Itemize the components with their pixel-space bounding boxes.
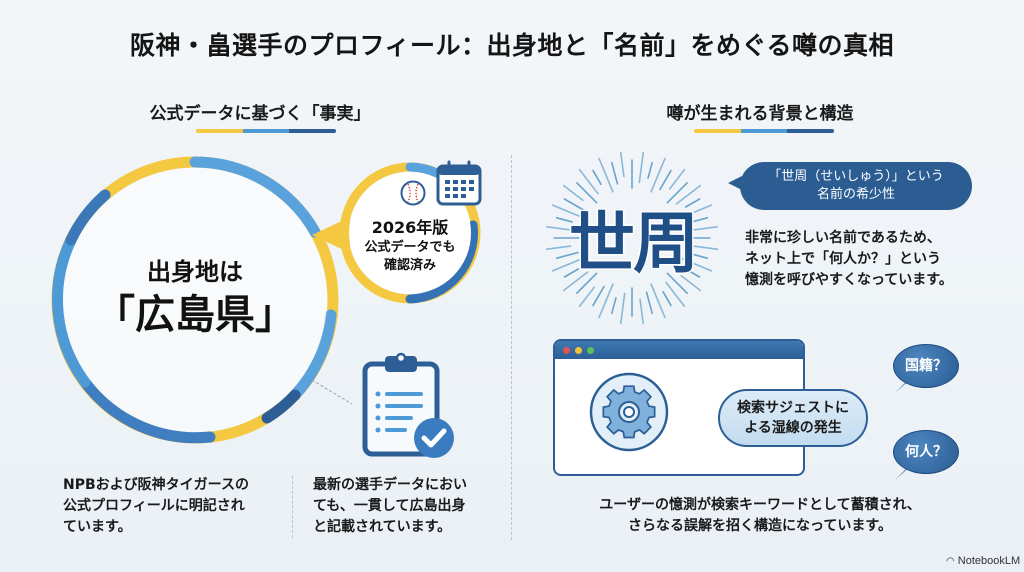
structure-summary: ユーザーの憶測が検索キーワードとして蓄積され、 さらなる誤解を招く構造になってい… bbox=[560, 495, 960, 537]
sunburst-ray bbox=[576, 272, 598, 294]
sunburst-ray bbox=[545, 225, 578, 232]
sunburst-ray bbox=[691, 253, 709, 259]
suggest-line2: よる湿線の発生 bbox=[744, 420, 842, 436]
caption-line: 公式プロフィールに明記され bbox=[63, 498, 245, 514]
sunburst-ray bbox=[650, 157, 666, 193]
sunburst-ray bbox=[619, 292, 626, 325]
sunburst-ray bbox=[645, 291, 653, 315]
ethnicity-question-bubble: 何人？ bbox=[893, 430, 959, 474]
sunburst-ray bbox=[685, 217, 709, 225]
right-section-heading: 噂が生まれる背景と構造 bbox=[666, 104, 854, 124]
sunburst-ray bbox=[675, 184, 702, 205]
search-suggest-bubble: 検索サジェストに よる湿線の発生 bbox=[718, 389, 868, 447]
sunburst-ray bbox=[692, 225, 719, 231]
sunburst-ray bbox=[680, 274, 702, 292]
sunburst-ray bbox=[662, 290, 672, 307]
left-heading-underline bbox=[196, 129, 336, 133]
suggest-line1: 検索サジェストに bbox=[737, 400, 849, 416]
maximize-dot bbox=[587, 347, 594, 354]
sunburst-ray bbox=[686, 244, 719, 251]
sunburst-ray bbox=[679, 265, 701, 278]
notebooklm-logo: ◠ NotebookLM bbox=[946, 555, 1020, 567]
left-section-heading: 公式データに基づく「事実」 bbox=[149, 104, 371, 124]
badge-line3: 確認済み bbox=[383, 258, 436, 273]
sunburst-ray bbox=[551, 204, 587, 220]
baseball-icon bbox=[400, 180, 426, 206]
name-bubble-line1: 「世周（せいしゅう）」という bbox=[768, 169, 944, 184]
sunburst-ray bbox=[677, 256, 713, 272]
gear-icon bbox=[589, 372, 669, 452]
sunburst-ray bbox=[666, 182, 688, 204]
section-divider bbox=[511, 155, 512, 540]
explanation-line: ネット上で「何人か？」という bbox=[745, 251, 941, 267]
caption-line: と記載されています。 bbox=[313, 519, 452, 535]
sunburst-ray bbox=[551, 256, 587, 272]
sunburst-ray bbox=[677, 204, 713, 220]
sunburst-ray bbox=[665, 281, 686, 308]
sunburst-ray bbox=[555, 251, 579, 259]
explanation-line: 非常に珍しい名前であるため、 bbox=[745, 230, 941, 246]
sunburst-ray bbox=[650, 283, 666, 319]
browser-title-bar bbox=[555, 341, 803, 359]
sunburst-ray bbox=[592, 285, 605, 307]
nationality-question-bubble: 国籍？ bbox=[893, 344, 959, 388]
sunburst-ray bbox=[647, 161, 653, 179]
sunburst-ray bbox=[611, 161, 619, 185]
clipboard-check-icon bbox=[362, 352, 454, 458]
sunburst-ray bbox=[659, 169, 672, 191]
sunburst-ray bbox=[619, 151, 625, 178]
main-ring bbox=[51, 156, 339, 444]
calendar-icon bbox=[436, 160, 482, 206]
sunburst-ray bbox=[562, 184, 584, 202]
badge-line2: 公式データでも bbox=[364, 240, 456, 255]
name-bubble-line2: 名前の希少性 bbox=[816, 187, 895, 202]
caption-line: ても、一貫して広島出身 bbox=[313, 498, 466, 514]
name-kanji: 世周 bbox=[568, 204, 701, 284]
badge-year: 2026年版 bbox=[371, 218, 449, 237]
minimize-dot bbox=[575, 347, 582, 354]
sunburst-ray bbox=[545, 245, 572, 251]
sunburst-rays bbox=[545, 151, 719, 325]
name-bubble-tail bbox=[728, 176, 742, 190]
sunburst-ray bbox=[563, 268, 580, 278]
sunburst-ray bbox=[598, 283, 614, 319]
caption-latest-data: 最新の選手データにおい ても、一貫して広島出身 と記載されています。 bbox=[313, 475, 513, 538]
explanation-line: 憶測を呼びやすくなっています。 bbox=[745, 272, 953, 288]
sunburst-ray bbox=[684, 198, 701, 208]
sunburst-ray bbox=[611, 297, 617, 315]
rarity-explanation: 非常に珍しい名前であるため、 ネット上で「何人か？」という 憶測を呼びやすくなっ… bbox=[745, 228, 985, 291]
summary-line: さらなる誤解を招く構造になっています。 bbox=[628, 518, 892, 534]
page-title: 阪神・畠選手のプロフィール：出身地と「名前」をめぐる噂の真相 bbox=[129, 31, 894, 60]
sunburst-ray bbox=[638, 151, 645, 184]
caption-line: ています。 bbox=[63, 519, 132, 535]
sunburst-ray bbox=[576, 182, 598, 204]
sunburst-ray bbox=[666, 272, 688, 294]
close-dot bbox=[563, 347, 570, 354]
sunburst-ray bbox=[563, 198, 585, 211]
birthplace-label: 出身地は bbox=[147, 258, 243, 286]
sunburst-ray bbox=[592, 169, 602, 186]
name-rarity-bubble: 「世周（せいしゅう）」という 名前の希少性 bbox=[740, 162, 972, 210]
badge-ring bbox=[312, 162, 481, 304]
sunburst-ray bbox=[562, 271, 589, 292]
caption-divider bbox=[292, 476, 293, 538]
sunburst-ray bbox=[578, 168, 599, 195]
sunburst-ray bbox=[639, 298, 645, 325]
caption-official-profile: NPBおよび阪神タイガースの 公式プロフィールに明記され ています。 bbox=[63, 475, 288, 538]
right-heading-underline bbox=[694, 129, 834, 133]
birthplace-value: 「広島県」 bbox=[95, 292, 295, 338]
brand-name: NotebookLM bbox=[957, 555, 1021, 567]
sunburst-ray bbox=[598, 157, 614, 193]
sunburst-ray bbox=[555, 217, 573, 223]
caption-line: NPBおよび阪神タイガースの bbox=[63, 477, 249, 493]
notebooklm-icon: ◠ bbox=[946, 556, 955, 567]
sunburst-ray bbox=[578, 286, 596, 308]
summary-line: ユーザーの憶測が検索キーワードとして蓄積され、 bbox=[599, 497, 921, 513]
connector-line bbox=[311, 379, 353, 405]
caption-line: 最新の選手データにおい bbox=[313, 477, 467, 493]
sunburst-ray bbox=[668, 168, 686, 190]
